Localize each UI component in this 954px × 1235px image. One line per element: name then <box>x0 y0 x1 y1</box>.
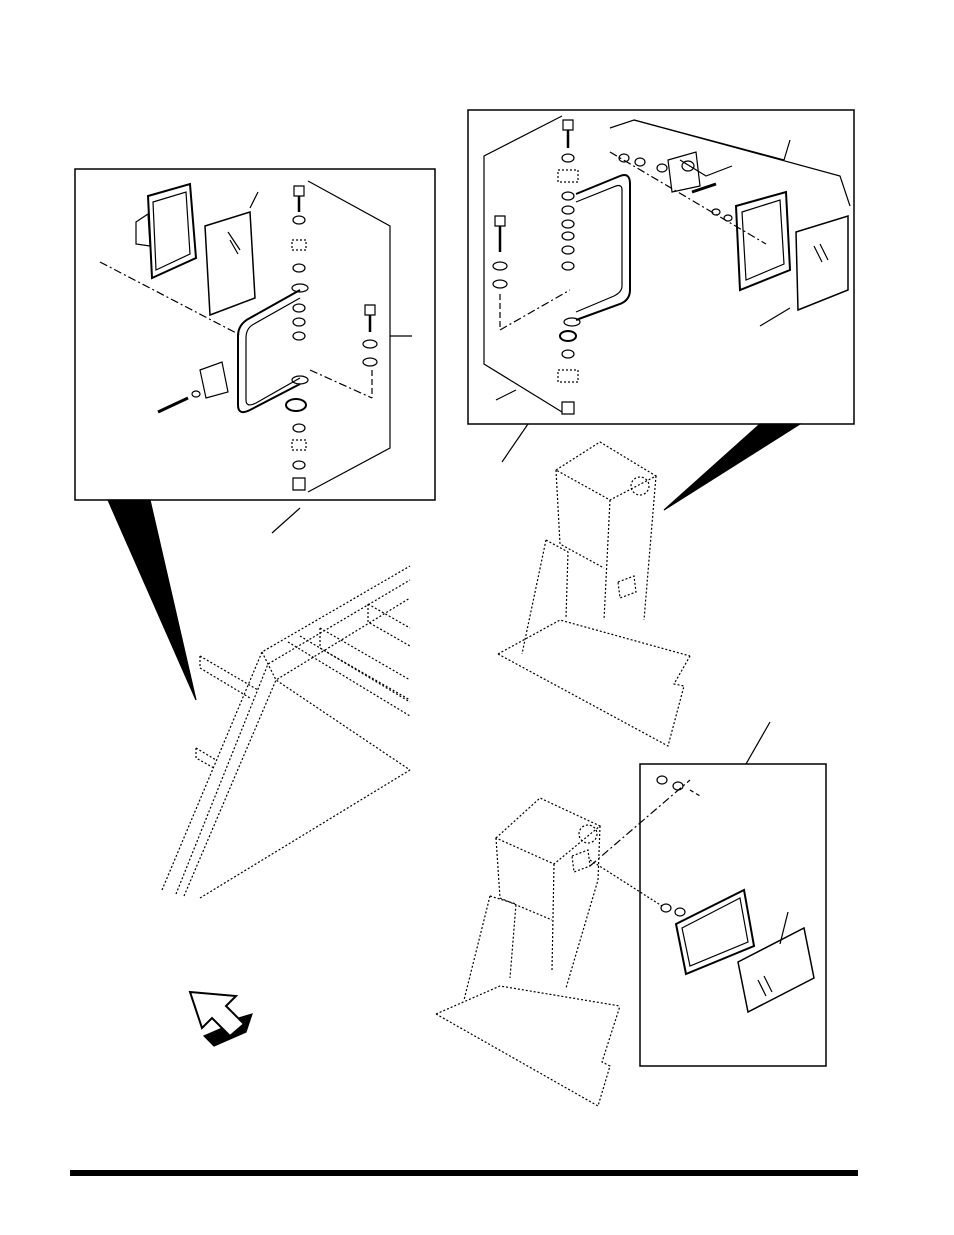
footer-rule <box>70 1170 858 1176</box>
bolt-column-left <box>363 305 377 398</box>
mirror-glass-fender <box>738 912 814 1012</box>
direction-arrow-icon <box>190 992 252 1046</box>
upright-post-lower <box>436 780 690 1106</box>
mirror-head-right <box>736 192 790 290</box>
callout-lines-right <box>484 116 850 412</box>
leader-wedge-left <box>108 500 196 700</box>
cab-frame <box>162 566 410 898</box>
clamp-bolt-left <box>158 362 372 412</box>
detail-panel-right <box>468 110 854 424</box>
bolt-column-right <box>493 216 570 330</box>
fastener-stack-left <box>286 186 306 490</box>
callout-lines-left <box>308 181 412 492</box>
callout-leader-right <box>502 424 528 462</box>
leader-wedge-right <box>664 424 800 510</box>
fastener-stack-right <box>558 120 578 414</box>
detail-panel-left <box>75 169 435 500</box>
bracket-left <box>238 284 308 412</box>
mirror-head-fender <box>676 890 754 974</box>
mirror-glass-left <box>205 192 258 315</box>
detail-panel-fender <box>640 722 826 1066</box>
callout-leader-left <box>272 508 300 533</box>
mirror-glass-right <box>796 216 848 310</box>
upright-post-upper <box>498 442 690 746</box>
